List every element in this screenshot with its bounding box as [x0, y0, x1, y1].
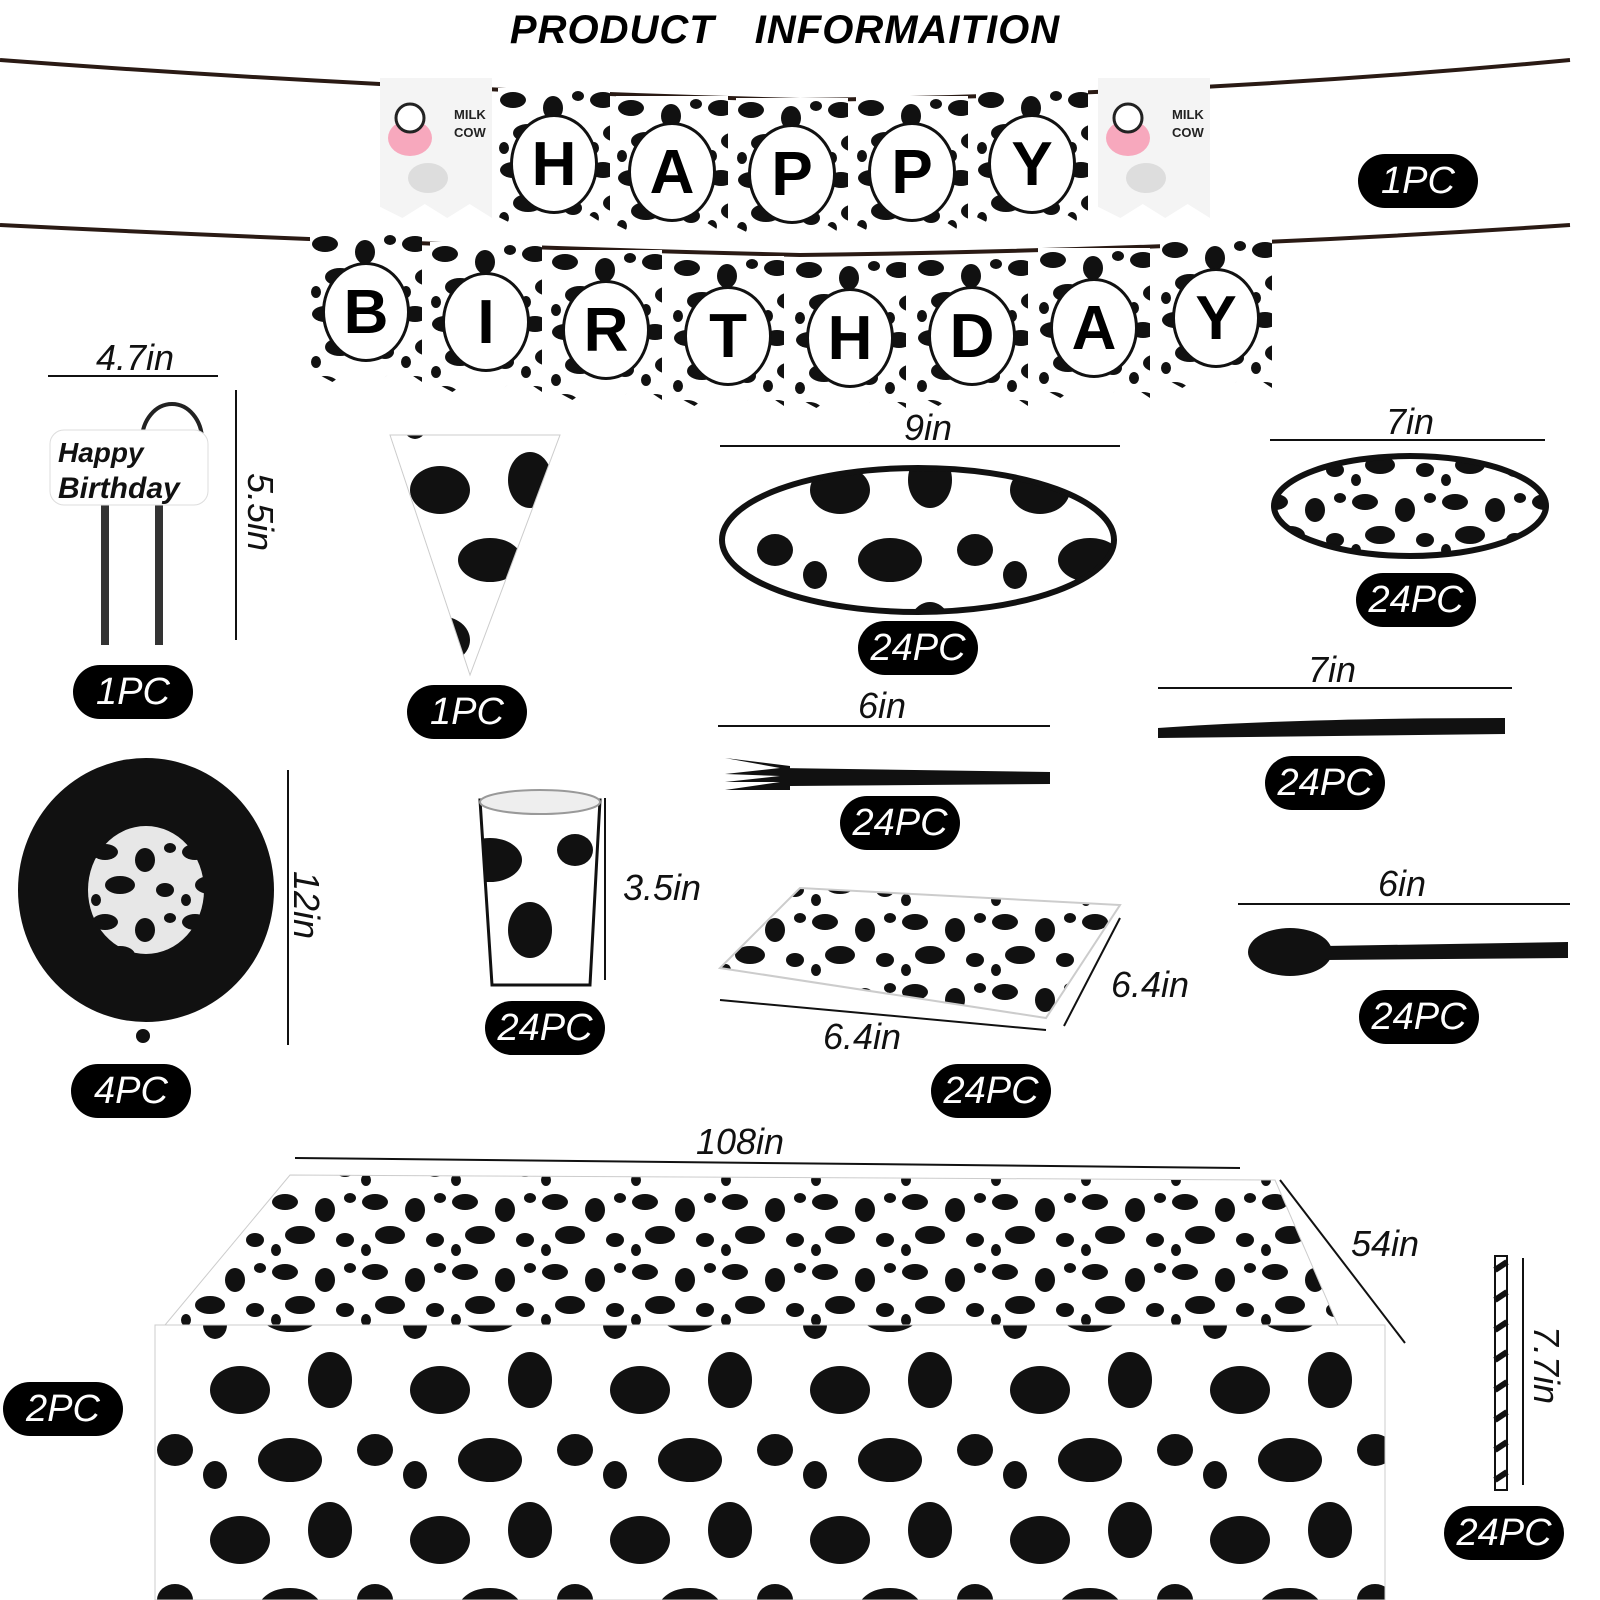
topper-width-label: 4.7in: [95, 337, 175, 378]
large-plate-quantity-badge: 24PC: [858, 621, 978, 675]
small-plate-quantity-badge: 24PC: [1356, 573, 1476, 627]
topper-quantity-badge: 1PC: [73, 665, 193, 719]
banner-quantity-badge: 1PC: [1358, 154, 1478, 208]
tablecloth-width-label: 54in: [1350, 1223, 1420, 1264]
banner-flag: I: [430, 242, 542, 392]
fork-length-label: 6in: [857, 685, 907, 726]
dimension-lines: [48, 375, 1570, 1485]
banner-flag: P: [856, 96, 968, 236]
banner-flag: T: [672, 256, 784, 406]
banner-flag-cow: MILK COW: [1098, 78, 1210, 218]
napkin-quantity-badge: 24PC: [931, 1064, 1051, 1118]
knife-length-label: 7in: [1307, 649, 1357, 690]
large-plate: [719, 465, 1117, 615]
small-plate: [1271, 453, 1549, 559]
tablecloth: [154, 1174, 1386, 1600]
banner-flag: B: [310, 232, 422, 382]
topper-height-label: 5.5in: [240, 472, 281, 552]
banner-flag: D: [916, 256, 1028, 406]
napkin-depth-label: 6.4in: [1110, 964, 1190, 1005]
straw-length-label: 7.7in: [1526, 1325, 1567, 1405]
napkin-width-label: 6.4in: [822, 1016, 902, 1057]
banner-flag-cow: MILK COW: [380, 78, 492, 218]
cup-quantity-badge: 24PC: [485, 1001, 605, 1055]
small-plate-dimension: 7in: [1385, 401, 1435, 442]
banner-flag: P: [736, 98, 848, 238]
balloon-size-label: 12in: [286, 870, 327, 940]
knife-quantity-badge: 24PC: [1265, 756, 1385, 810]
topper-birthday-text: Birthday: [58, 472, 181, 505]
spoon: [1248, 928, 1568, 976]
pennant-flag: [389, 434, 561, 677]
straw: [1493, 1255, 1509, 1491]
fork: [725, 758, 1050, 790]
topper-happy-text: Happy: [58, 437, 145, 468]
banner-flag: Y: [1160, 238, 1272, 388]
large-plate-dimension: 9in: [903, 407, 953, 448]
tablecloth-length-label: 108in: [695, 1121, 785, 1162]
napkin: [717, 886, 1122, 1020]
fork-quantity-badge: 24PC: [840, 796, 960, 850]
banner-flag: H: [794, 258, 906, 408]
banner-flag: A: [616, 96, 728, 236]
knife: [1158, 718, 1505, 738]
straw-quantity-badge: 24PC: [1444, 1506, 1564, 1560]
cake-topper: Happy Birthday: [49, 402, 209, 645]
pennant-quantity-badge: 1PC: [407, 685, 527, 739]
banner-flag: R: [550, 250, 662, 400]
balloon-quantity-badge: 4PC: [71, 1064, 191, 1118]
banner-flag: H: [498, 88, 610, 228]
spoon-length-label: 6in: [1377, 863, 1427, 904]
balloon: [18, 758, 274, 1043]
cup-height-label: 3.5in: [622, 867, 702, 908]
banner-flag: Y: [976, 88, 1088, 228]
banner-flag: A: [1038, 248, 1150, 398]
page-title: PRODUCT INFORMAITION: [509, 8, 1061, 52]
milk-cow-text: MILK COW: [454, 107, 486, 140]
milk-cow-text: MILK COW: [1172, 107, 1204, 140]
cup: [478, 789, 602, 987]
tablecloth-quantity-badge: 2PC: [3, 1382, 123, 1436]
spoon-quantity-badge: 24PC: [1359, 990, 1479, 1044]
